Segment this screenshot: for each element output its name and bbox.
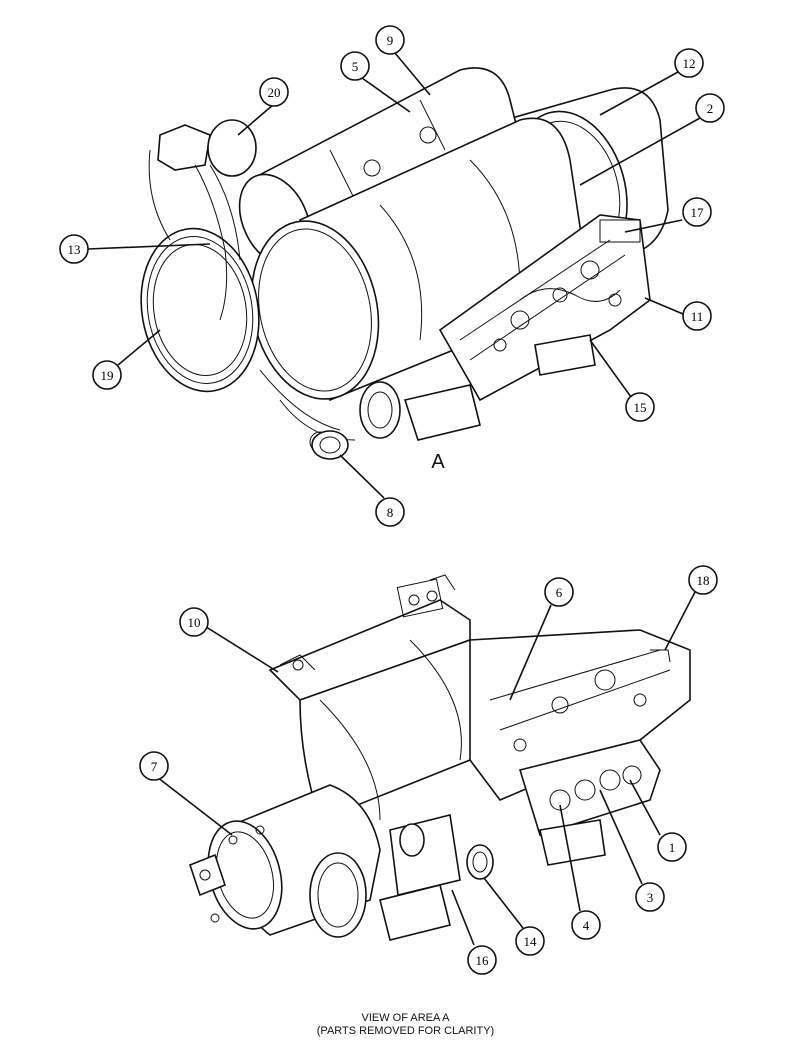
svg-text:14: 14: [524, 934, 538, 949]
callout-10: 10: [179, 607, 209, 637]
svg-text:1: 1: [669, 840, 676, 855]
svg-text:6: 6: [556, 585, 563, 600]
caption-line-2: (PARTS REMOVED FOR CLARITY): [316, 1025, 495, 1037]
main-cylinder: [250, 117, 586, 402]
callout-7: 7: [139, 751, 169, 781]
svg-text:18: 18: [697, 573, 710, 588]
svg-text:15: 15: [634, 400, 647, 415]
support-frame: [268, 574, 476, 822]
callouts: 20 5 9 12 2 17 11 15: [59, 25, 725, 975]
area-a-label: A: [431, 451, 445, 473]
callout-18: 18: [688, 565, 718, 595]
callout-15: 15: [625, 392, 655, 422]
callout-9: 9: [375, 25, 405, 55]
callout-14: 14: [515, 926, 545, 956]
callout-12: 12: [674, 48, 704, 78]
svg-text:19: 19: [101, 368, 114, 383]
cradle-plate: [469, 629, 691, 801]
svg-text:4: 4: [583, 918, 590, 933]
svg-text:20: 20: [268, 85, 281, 100]
svg-text:7: 7: [151, 759, 158, 774]
svg-text:13: 13: [68, 242, 81, 257]
callout-13: 13: [59, 234, 89, 264]
callout-3: 3: [635, 882, 665, 912]
svg-text:8: 8: [387, 505, 394, 520]
svg-text:2: 2: [707, 101, 714, 116]
caption-line-1: VIEW OF AREA A: [361, 1012, 450, 1024]
svg-text:5: 5: [352, 59, 359, 74]
leader-lines: [87, 52, 701, 946]
bottom-housings: [379, 814, 494, 941]
callout-1: 1: [657, 832, 687, 862]
svg-text:10: 10: [188, 615, 201, 630]
svg-text:17: 17: [691, 205, 705, 220]
callout-6: 6: [544, 577, 574, 607]
outlet-fitting: [311, 430, 349, 460]
upper-engine-assembly: [140, 67, 669, 460]
callout-16: 16: [467, 945, 497, 975]
callout-17: 17: [682, 197, 712, 227]
svg-text:9: 9: [387, 33, 394, 48]
svg-text:16: 16: [476, 953, 490, 968]
svg-text:11: 11: [691, 309, 704, 324]
callout-8: 8: [375, 497, 405, 527]
lower-detail-view: [189, 574, 691, 941]
lower-housings: [259, 334, 596, 453]
callout-20: 20: [259, 77, 289, 107]
callout-4: 4: [571, 910, 601, 940]
svg-text:3: 3: [647, 890, 654, 905]
callout-11: 11: [682, 301, 712, 331]
callout-2: 2: [695, 93, 725, 123]
svg-text:12: 12: [683, 56, 696, 71]
gearbox-housing: [189, 784, 381, 938]
top-left-bracket: [148, 119, 257, 321]
callout-19: 19: [92, 360, 122, 390]
callout-5: 5: [340, 51, 370, 81]
connector-cluster: [518, 739, 661, 866]
